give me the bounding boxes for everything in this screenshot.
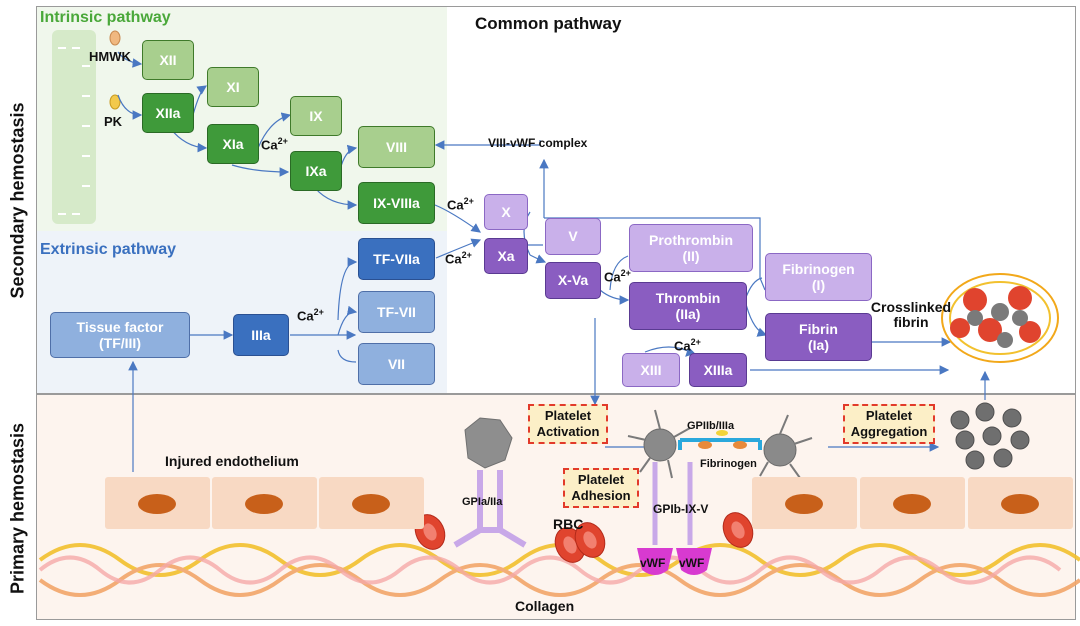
factor-ixa-box: IXa bbox=[290, 151, 342, 191]
intrinsic-pathway-title: Intrinsic pathway bbox=[40, 9, 171, 26]
calcium-label: Ca2+ bbox=[604, 268, 631, 285]
vwf-label: vWF bbox=[640, 556, 666, 570]
cell-nucleus bbox=[1001, 494, 1039, 514]
calcium-label: Ca2+ bbox=[297, 307, 324, 324]
prothrombin-box: Prothrombin(II) bbox=[629, 224, 753, 272]
platelet-aggregate bbox=[950, 402, 1030, 470]
collagen-label: Collagen bbox=[515, 598, 575, 614]
factor-xa-box: Xa bbox=[484, 238, 528, 274]
crosslinked-fibrin-label: Crosslinked fibrin bbox=[870, 299, 952, 331]
gpib-label: GPIb-IX-V bbox=[653, 502, 709, 516]
fibrin-box: Fibrin(Ia) bbox=[765, 313, 872, 361]
cell-nucleus bbox=[245, 494, 283, 514]
factor-xi-box: XI bbox=[207, 67, 259, 107]
platelet-adhered bbox=[464, 417, 513, 469]
rbc-centers bbox=[423, 521, 745, 554]
gpia-receptor bbox=[453, 470, 527, 548]
factor-xiiia-box: XIIIa bbox=[689, 353, 747, 387]
calcium-label: Ca2+ bbox=[445, 250, 472, 267]
factor-x-box: X bbox=[484, 194, 528, 230]
factor-xiia-box: XIIa bbox=[142, 93, 194, 133]
fibrinogen-bridge-label: Fibrinogen bbox=[700, 458, 757, 470]
platelet-activated bbox=[643, 428, 797, 467]
factor-iiia-box: IIIa bbox=[233, 314, 289, 356]
factor-xiii-box: XIII bbox=[622, 353, 680, 387]
thrombin-box: Thrombin(IIa) bbox=[629, 282, 747, 330]
cell-nucleus bbox=[893, 494, 931, 514]
gpia-label: GPIa/IIa bbox=[462, 496, 503, 508]
factor-vii-box: VII bbox=[358, 343, 435, 385]
viii-vwf-complex-label: VIII-vWF complex bbox=[488, 136, 588, 150]
fibrinogen-box: Fibrinogen(I) bbox=[765, 253, 872, 301]
injured-endothelium-label: Injured endothelium bbox=[165, 453, 299, 469]
platelet-pseudopods bbox=[627, 409, 813, 479]
calcium-label: Ca2+ bbox=[261, 136, 288, 153]
tissue-factor-box: Tissue factor(TF/III) bbox=[50, 312, 190, 358]
tf-viia-box: TF-VIIa bbox=[358, 238, 435, 280]
cell-nucleus bbox=[352, 494, 390, 514]
gpib-receptor bbox=[652, 462, 693, 545]
pk-label: PK bbox=[104, 114, 123, 129]
hmwk-label: HMWK bbox=[89, 49, 131, 64]
rbc-label: RBC bbox=[553, 516, 584, 532]
gpiib-bridge bbox=[678, 430, 762, 450]
factor-xii-box: XII bbox=[142, 40, 194, 80]
factor-ix-box: IX bbox=[290, 96, 342, 136]
pk-molecule bbox=[109, 94, 121, 110]
calcium-label: Ca2+ bbox=[447, 196, 474, 213]
calcium-label: Ca2+ bbox=[674, 337, 701, 354]
extrinsic-pathway-title: Extrinsic pathway bbox=[40, 241, 177, 258]
vessel-dashes bbox=[58, 47, 90, 215]
cell-nucleus bbox=[138, 494, 176, 514]
ix-viiia-box: IX-VIIIa bbox=[358, 182, 435, 224]
x-va-box: X-Va bbox=[545, 262, 601, 299]
tf-vii-box: TF-VII bbox=[358, 291, 435, 333]
gpiib-label: GPIIb/IIIa bbox=[687, 420, 735, 432]
factor-v-box: V bbox=[545, 218, 601, 255]
hmwk-molecule bbox=[109, 30, 121, 46]
factor-viii-box: VIII bbox=[358, 126, 435, 168]
vessel-wall-strip bbox=[52, 30, 96, 224]
vwf-molecules bbox=[637, 548, 712, 575]
common-pathway-title: Common pathway bbox=[475, 14, 622, 33]
cell-nucleus bbox=[785, 494, 823, 514]
vwf-label: vWF bbox=[679, 556, 705, 570]
factor-xia-box: XIa bbox=[207, 124, 259, 164]
crosslinked-fibrin-clot bbox=[941, 273, 1059, 363]
